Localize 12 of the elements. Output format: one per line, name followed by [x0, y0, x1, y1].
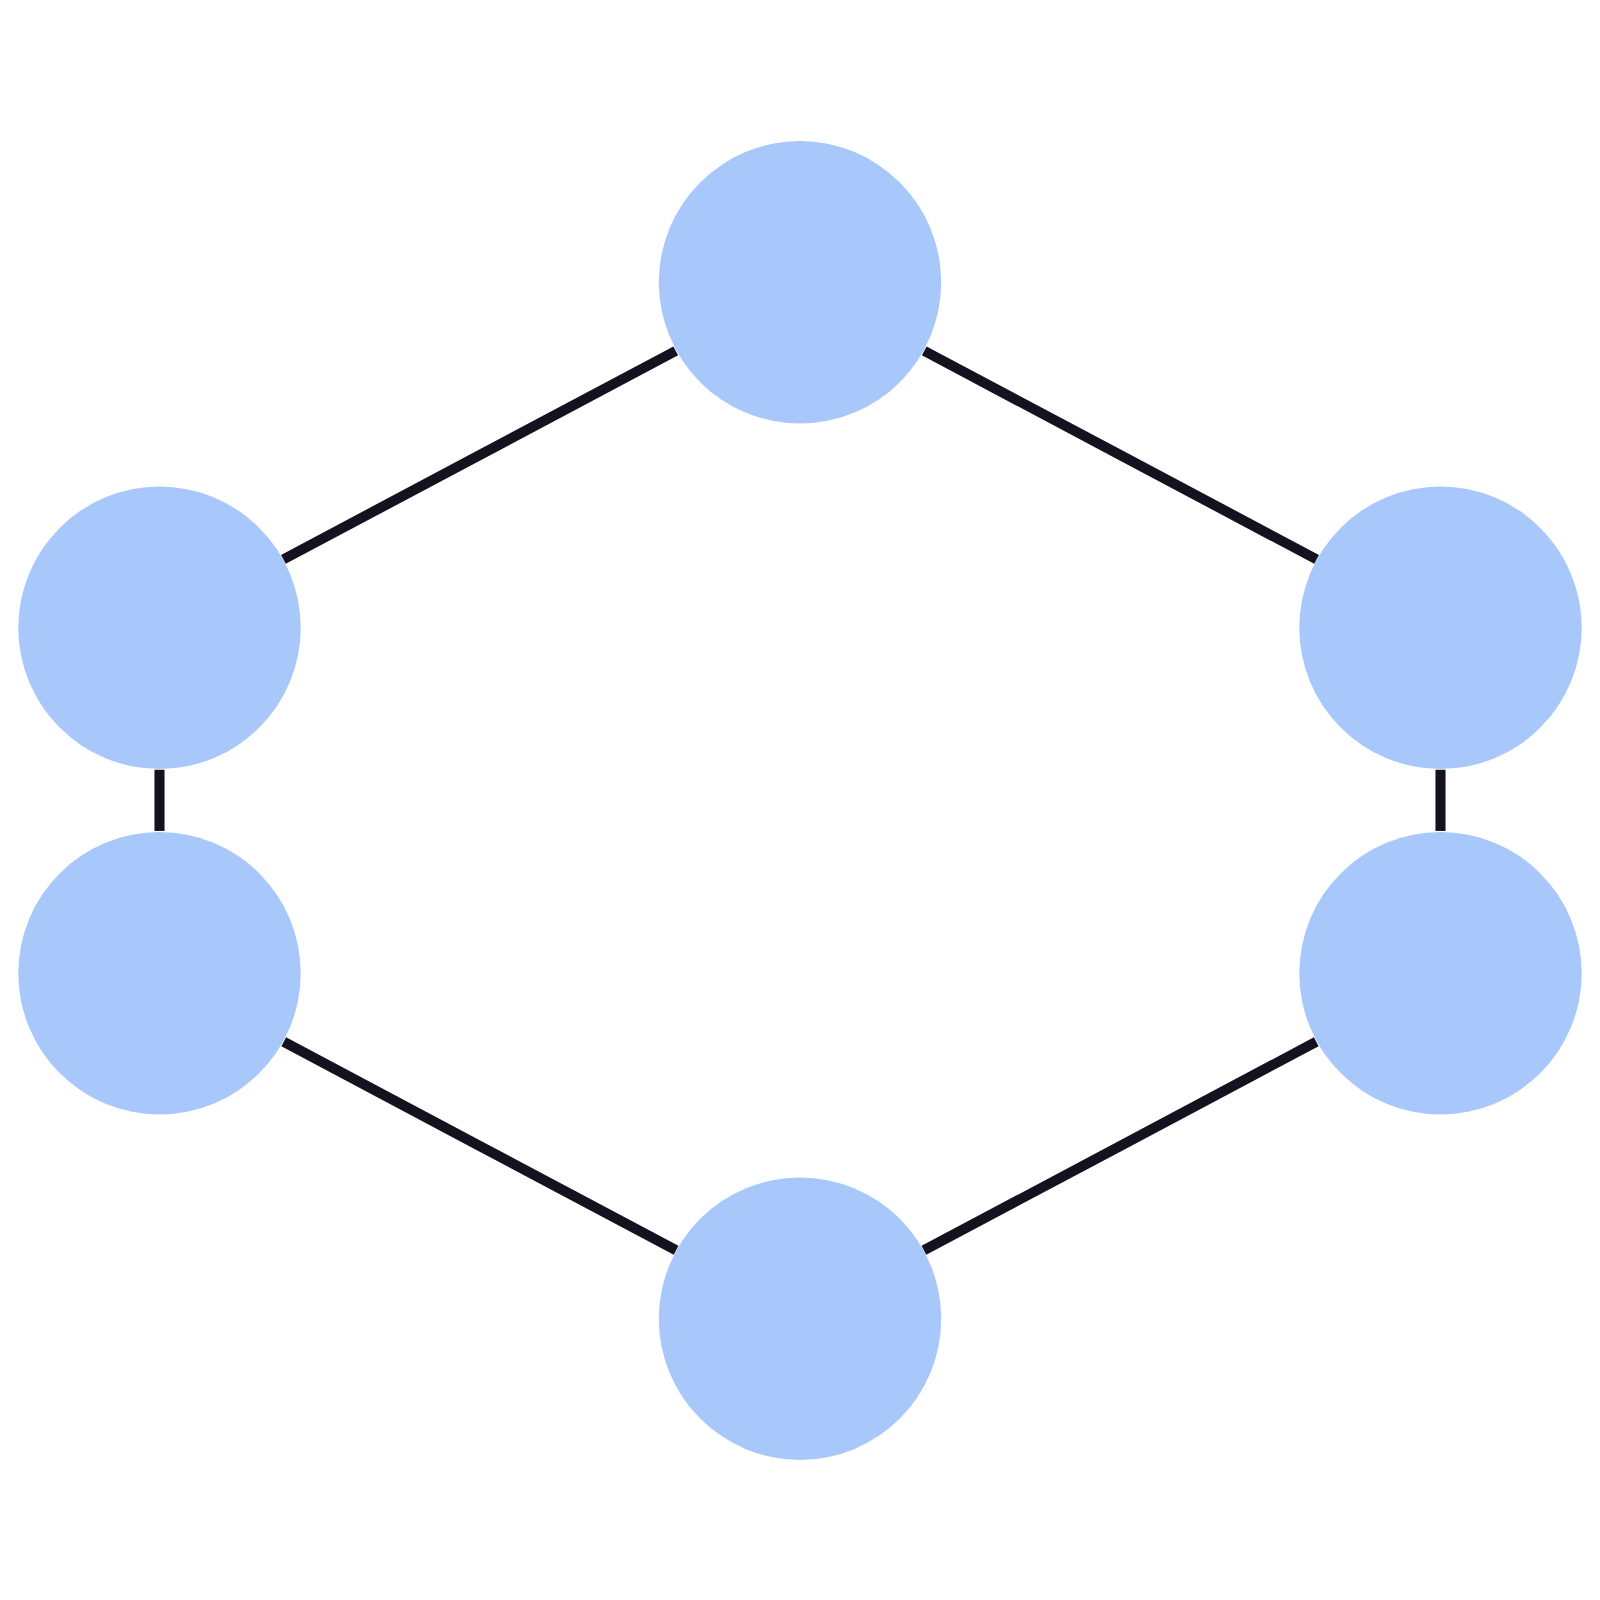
connector — [154, 769, 165, 831]
node-circle — [18, 486, 301, 769]
node-circle — [18, 831, 301, 1114]
connector — [921, 345, 1319, 564]
connector — [1435, 769, 1446, 831]
connector — [281, 345, 679, 564]
node-circle — [658, 1177, 942, 1460]
connector — [921, 1036, 1319, 1255]
node-circle — [658, 140, 942, 423]
node-circle — [1299, 831, 1582, 1114]
connector — [281, 1036, 679, 1255]
node-circle — [1299, 486, 1582, 769]
